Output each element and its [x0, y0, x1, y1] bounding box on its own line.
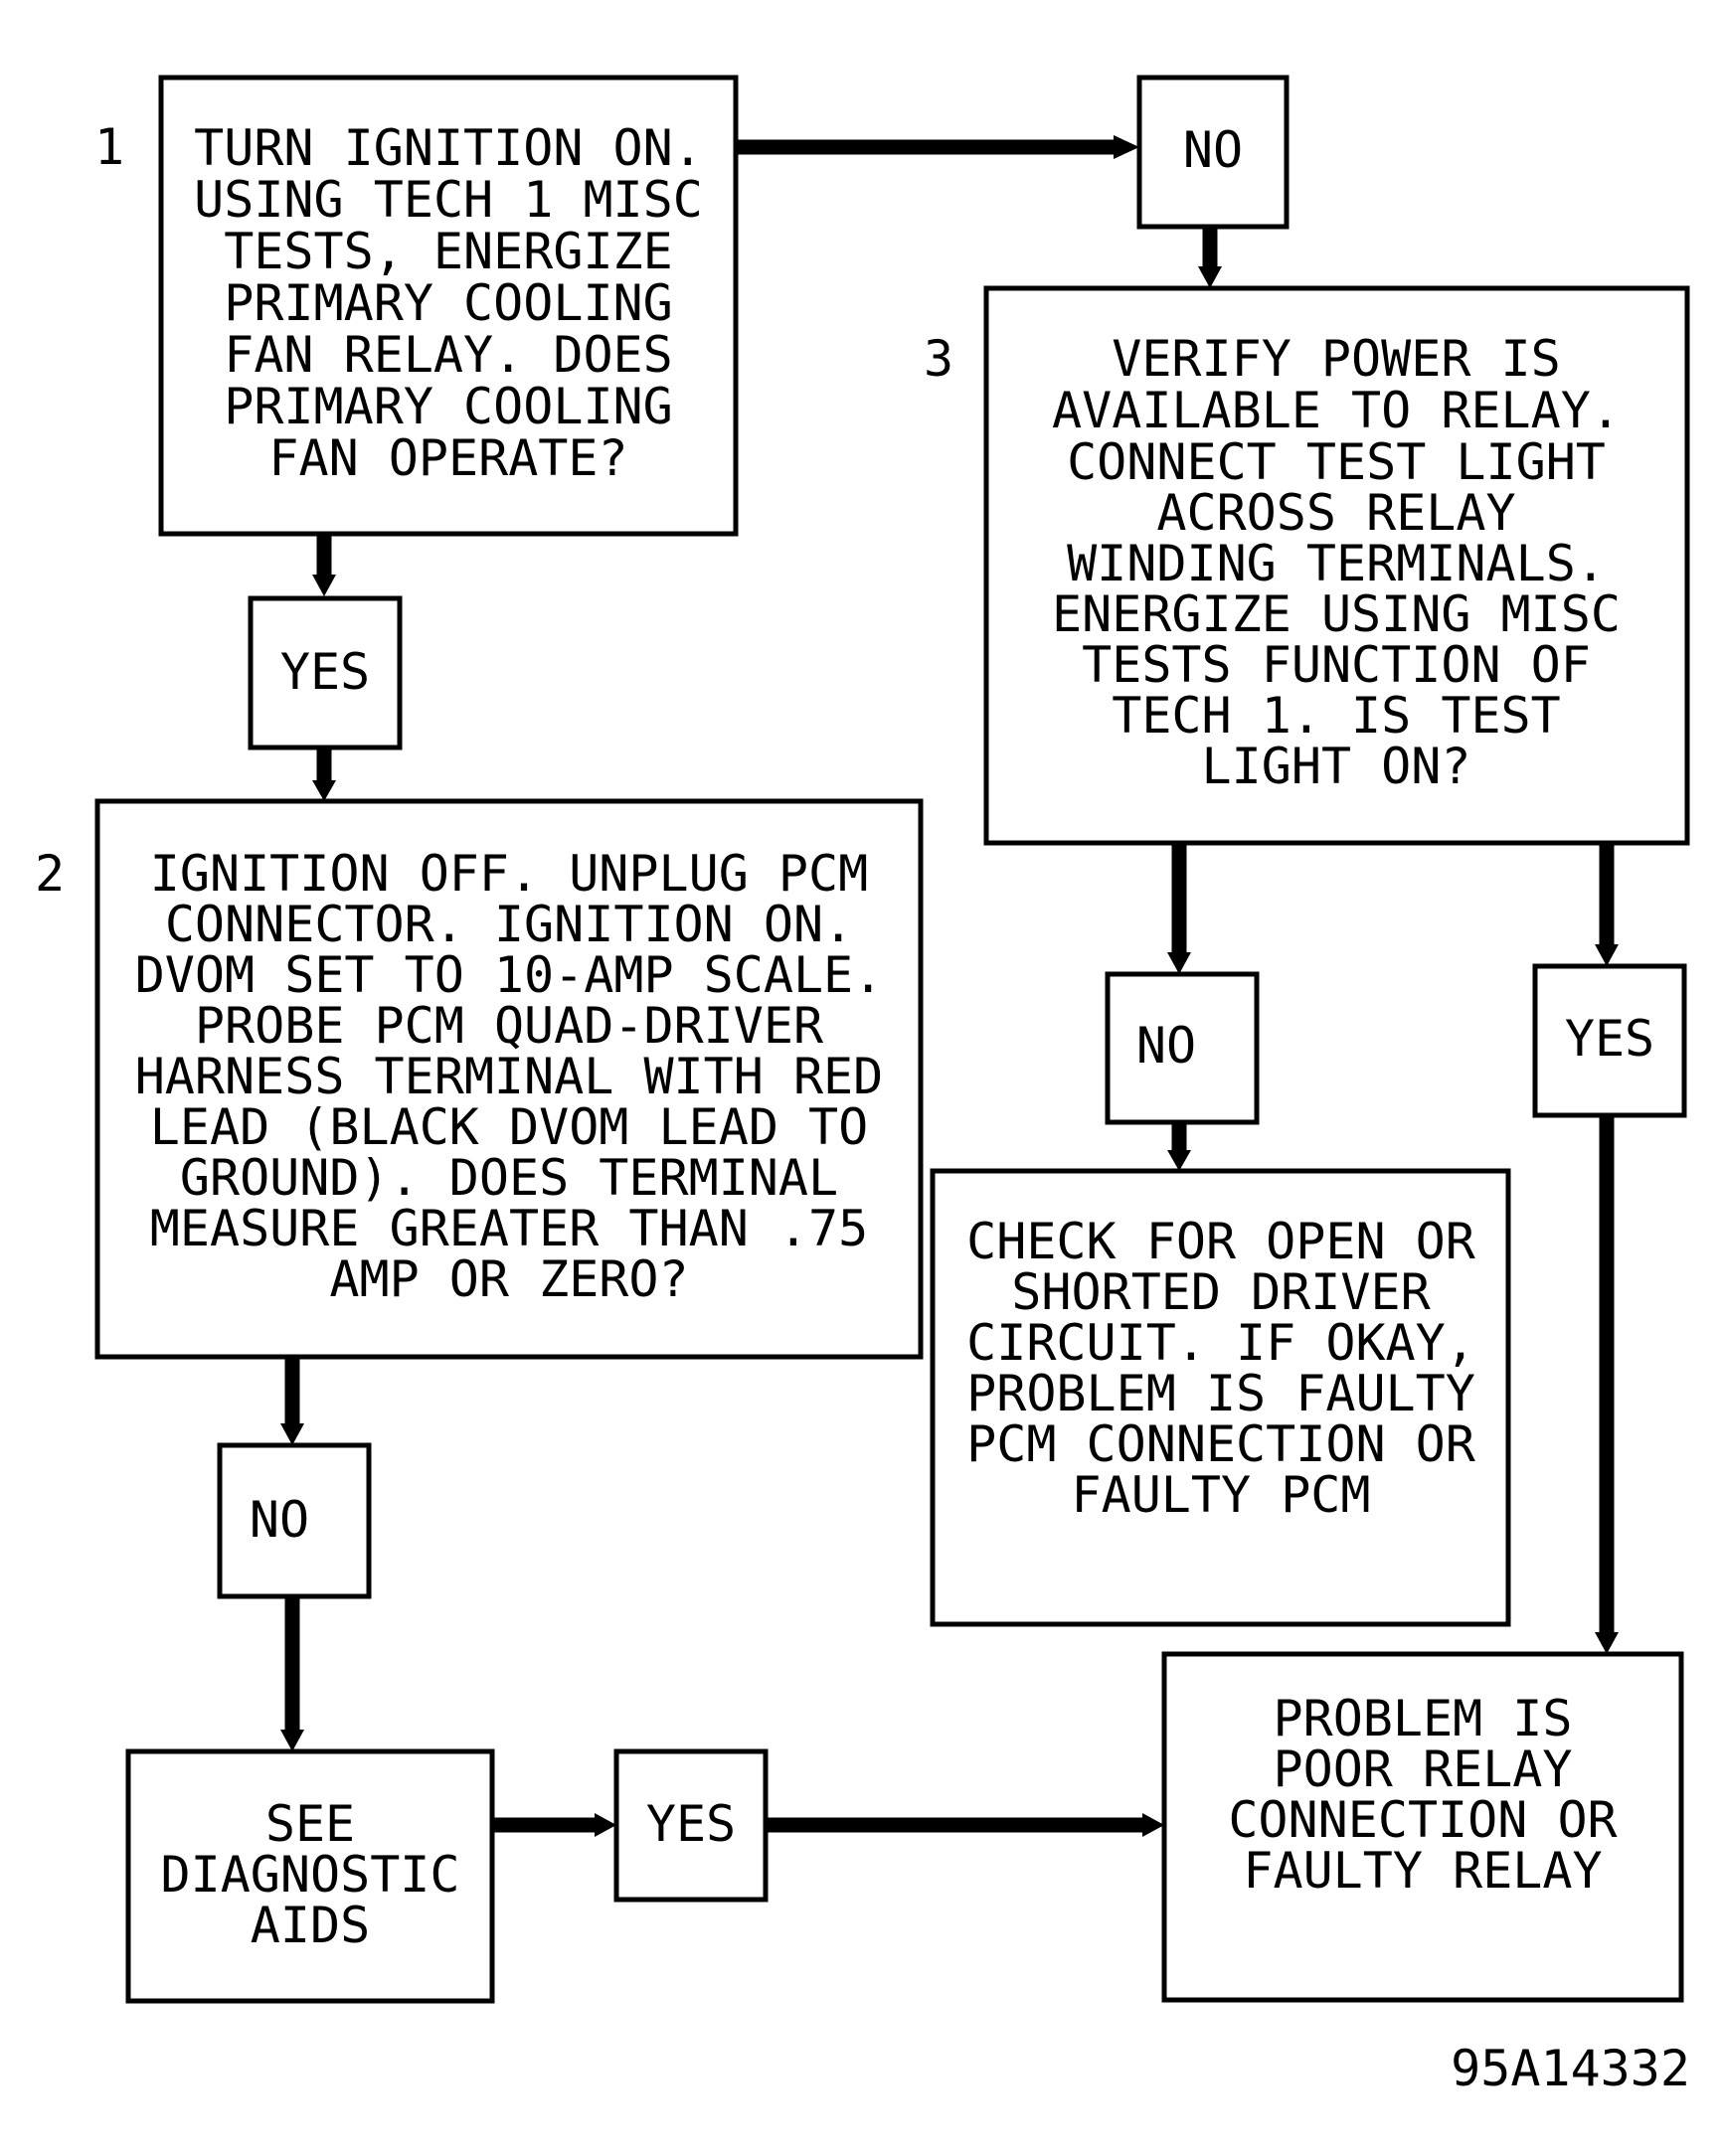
step1-line: FAN RELAY. DOES: [224, 326, 673, 384]
step1-line: TESTS, ENERGIZE: [224, 223, 673, 280]
step2-line: CONNECTOR. IGNITION ON.: [165, 896, 853, 953]
step1-line: FAN OPERATE?: [268, 429, 627, 487]
branch-label: NO: [1136, 1017, 1196, 1075]
arrowhead-aids-yes: [595, 1813, 616, 1837]
diagnostic-aids-line: SEE: [265, 1795, 355, 1853]
connectors: [280, 135, 1619, 1837]
branch-label: YES: [646, 1795, 736, 1853]
step2-line: DVOM SET TO 10-AMP SCALE.: [135, 946, 884, 1004]
step3-box: VERIFY POWER IS AVAILABLE TO RELAY. CONN…: [983, 285, 1690, 846]
step2-line: LEAD (BLACK DVOM LEAD TO: [150, 1098, 868, 1156]
step2-line: MEASURE GREATER THAN .75: [150, 1200, 868, 1257]
branch-label: YES: [280, 643, 370, 701]
check-driver-line: PCM CONNECTION OR: [966, 1415, 1476, 1473]
branch-step1-no: NO: [1136, 75, 1290, 230]
branch-label: NO: [250, 1491, 309, 1549]
step1-line: USING TECH 1 MISC: [194, 171, 703, 229]
step1-line: PRIMARY COOLING: [224, 378, 673, 435]
arrowhead-step3-yes: [1595, 944, 1619, 966]
step3-line: WINDING TERMINALS.: [1067, 535, 1606, 592]
relay-problem-line: CONNECTION OR: [1228, 1791, 1618, 1849]
arrowhead-step1-no: [1114, 135, 1139, 159]
step1-line: PRIMARY COOLING: [224, 274, 673, 332]
arrowhead-relay-down: [1595, 1632, 1619, 1654]
step2-line: PROBE PCM QUAD-DRIVER: [195, 997, 824, 1055]
relay-problem-box: PROBLEM IS POOR RELAY CONNECTION OR FAUL…: [1161, 1651, 1684, 2003]
arrowhead-step3: [1198, 266, 1222, 288]
arrowhead-step3-no: [1167, 952, 1191, 974]
arrowhead-aids: [280, 1730, 304, 1751]
figure-id: 95A14332: [1451, 2040, 1690, 2097]
step3-line: AVAILABLE TO RELAY.: [1052, 382, 1621, 439]
step2-box: IGNITION OFF. UNPLUG PCM CONNECTOR. IGNI…: [94, 798, 924, 1360]
step2-line: AMP OR ZERO?: [329, 1250, 688, 1308]
step3-line: LIGHT ON?: [1202, 738, 1471, 795]
step2-line: IGNITION OFF. UNPLUG PCM: [150, 845, 868, 903]
step2-number: 2: [35, 845, 65, 903]
arrowhead-check: [1167, 1150, 1191, 1171]
step3-line: TECH 1. IS TEST: [1112, 687, 1561, 745]
check-driver-line: CHECK FOR OPEN OR: [966, 1213, 1476, 1270]
step1-box: TURN IGNITION ON. USING TECH 1 MISC TEST…: [158, 75, 739, 537]
step2-line: HARNESS TERMINAL WITH RED: [135, 1048, 884, 1105]
branch-step1-yes: YES: [248, 595, 403, 750]
relay-problem-line: FAULTY RELAY: [1243, 1842, 1602, 1900]
step3-line: CONNECT TEST LIGHT: [1067, 433, 1606, 491]
step3-number: 3: [924, 330, 953, 388]
arrowhead-step1-yes: [312, 575, 336, 596]
diagnostic-aids-line: DIAGNOSTIC: [160, 1846, 459, 1904]
check-driver-line: SHORTED DRIVER: [1011, 1263, 1431, 1321]
diagnostic-aids-line: AIDS: [251, 1897, 370, 1954]
relay-problem-line: PROBLEM IS: [1273, 1690, 1572, 1747]
step2-line: GROUND). DOES TERMINAL: [180, 1149, 838, 1207]
branch-step3-yes: YES: [1532, 963, 1687, 1118]
check-driver-line: FAULTY PCM: [1071, 1466, 1370, 1524]
relay-problem-line: POOR RELAY: [1273, 1741, 1572, 1798]
arrowhead-relay-right: [1142, 1813, 1164, 1837]
step3-line: VERIFY POWER IS: [1112, 330, 1561, 388]
step1-number: 1: [94, 118, 124, 176]
check-driver-box: CHECK FOR OPEN OR SHORTED DRIVER CIRCUIT…: [930, 1168, 1511, 1627]
branch-step2-no: NO: [217, 1442, 372, 1599]
step3-line: ACROSS RELAY: [1156, 484, 1515, 542]
check-driver-line: PROBLEM IS FAULTY: [966, 1365, 1475, 1422]
branch-label: NO: [1183, 121, 1243, 179]
step1-line: TURN IGNITION ON.: [194, 119, 703, 177]
step3-line: ENERGIZE USING MISC: [1052, 585, 1621, 643]
arrowhead-step2-no: [280, 1423, 304, 1445]
arrowhead-step2: [312, 780, 336, 801]
diagnostic-aids-box: SEE DIAGNOSTIC AIDS: [125, 1748, 495, 2004]
branch-label: YES: [1565, 1010, 1654, 1068]
branch-aids-yes: YES: [613, 1748, 769, 1903]
check-driver-line: CIRCUIT. IF OKAY,: [966, 1314, 1475, 1372]
step3-line: TESTS FUNCTION OF: [1082, 636, 1591, 694]
branch-step3-no: NO: [1105, 971, 1260, 1125]
